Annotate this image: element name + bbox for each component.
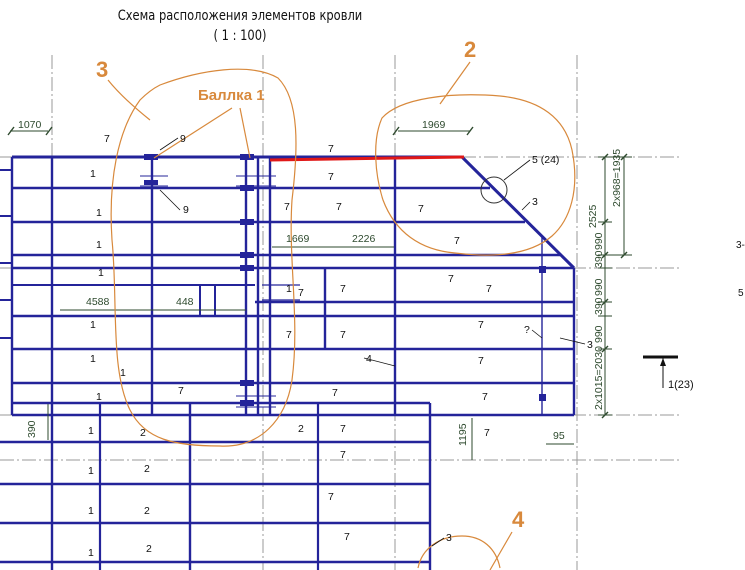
dim-390-a: 390 bbox=[593, 250, 605, 268]
mark-1: 1 bbox=[120, 367, 126, 379]
dim-390-b: 390 bbox=[593, 297, 605, 315]
markup-cloud-2 bbox=[375, 94, 576, 256]
mark-7: 7 bbox=[418, 203, 424, 215]
joint-marks bbox=[144, 154, 546, 406]
mark-7: 7 bbox=[340, 423, 346, 435]
drawing-title: Схема расположения элементов кровли bbox=[117, 8, 363, 24]
mark-1: 1 bbox=[88, 547, 94, 559]
markup-clouds bbox=[107, 61, 576, 570]
edge-label-b: 5 bbox=[738, 288, 744, 299]
markup-cloud-4 bbox=[417, 535, 501, 569]
mark-7: 7 bbox=[328, 171, 334, 183]
mark-7: 7 bbox=[104, 133, 110, 145]
dim-990-c: 990 bbox=[593, 325, 605, 343]
mark-7: 7 bbox=[344, 531, 350, 543]
mark-7: 7 bbox=[340, 329, 346, 341]
mark-2: 2 bbox=[144, 505, 150, 517]
mark-2: 2 bbox=[146, 543, 152, 555]
dimension-ticks bbox=[7, 126, 628, 419]
mark-7: 7 bbox=[484, 427, 490, 439]
mark-2: 2 bbox=[144, 463, 150, 475]
mark-7: 7 bbox=[178, 385, 184, 397]
dim-448: 448 bbox=[176, 296, 194, 308]
highlighted-beam bbox=[269, 155, 465, 162]
mark-7: 7 bbox=[328, 491, 334, 503]
edge-label-a: 3- bbox=[736, 240, 745, 251]
axis-grid bbox=[0, 55, 680, 570]
dim-1070: 1070 bbox=[18, 119, 42, 131]
mark-3: 3 bbox=[587, 339, 593, 351]
mark-7: 7 bbox=[478, 355, 484, 367]
node-label: 5 (24) bbox=[532, 154, 559, 166]
mark-7: 7 bbox=[286, 329, 292, 341]
dim-2226: 2226 bbox=[352, 233, 376, 245]
callout-4: 4 bbox=[512, 507, 525, 532]
mark-9: 9 bbox=[183, 204, 189, 216]
mark-7: 7 bbox=[332, 387, 338, 399]
mark-1: 1 bbox=[90, 319, 96, 331]
hip-beam bbox=[460, 155, 576, 270]
mark-1: 1 bbox=[286, 283, 292, 295]
mark-7: 7 bbox=[328, 143, 334, 155]
dimension-lines bbox=[10, 130, 632, 460]
dim-4588: 4588 bbox=[86, 296, 110, 308]
element-marks: 7 7 7 7 7 7 7 7 7 7 7 7 7 7 7 7 7 7 7 7 … bbox=[88, 133, 593, 559]
mark-1: 1 bbox=[90, 168, 96, 180]
mark-1: 1 bbox=[88, 505, 94, 517]
mark-1: 1 bbox=[96, 391, 102, 403]
mark-7: 7 bbox=[486, 283, 492, 295]
dim-1969: 1969 bbox=[422, 119, 446, 131]
mark-7: 7 bbox=[284, 201, 290, 213]
mark-7: 7 bbox=[298, 287, 304, 299]
mark-1: 1 bbox=[88, 465, 94, 477]
mark-7: 7 bbox=[454, 235, 460, 247]
dim-1669: 1669 bbox=[286, 233, 310, 245]
mark-7: 7 bbox=[448, 273, 454, 285]
mark-1: 1 bbox=[98, 267, 104, 279]
mark-7: 7 bbox=[482, 391, 488, 403]
mark-unknown: ? bbox=[524, 324, 530, 336]
dim-990-a: 990 bbox=[593, 232, 605, 250]
roof-beams bbox=[0, 155, 576, 570]
mark-1: 1 bbox=[88, 425, 94, 437]
dim-2x1015: 2x1015=2030 bbox=[593, 346, 605, 410]
dim-990-b: 990 bbox=[593, 278, 605, 296]
mark-1: 1 bbox=[90, 353, 96, 365]
mark-7: 7 bbox=[478, 319, 484, 331]
callout-2: 2 bbox=[464, 37, 476, 62]
mark-1: 1 bbox=[96, 239, 102, 251]
mark-9: 9 bbox=[180, 133, 186, 145]
mark-7: 7 bbox=[340, 283, 346, 295]
mark-7: 7 bbox=[340, 449, 346, 461]
section-label: 1(23) bbox=[668, 379, 694, 391]
dim-2525: 2525 bbox=[587, 204, 599, 228]
mark-3: 3 bbox=[532, 196, 538, 208]
node-circle bbox=[480, 176, 508, 204]
dim-95: 95 bbox=[553, 430, 565, 442]
section-marker bbox=[643, 355, 678, 388]
mark-2: 2 bbox=[298, 423, 304, 435]
callout-3: 3 bbox=[96, 57, 108, 82]
mark-3: 3 bbox=[446, 532, 452, 544]
dim-2x968: 2x968=1935 bbox=[611, 149, 623, 207]
mark-2: 2 bbox=[140, 427, 146, 439]
dim-390-left: 390 bbox=[26, 420, 38, 438]
drawing-scale: ( 1 : 100) bbox=[213, 28, 267, 44]
markup-cloud-3 bbox=[110, 68, 297, 447]
callout-beam: Баллка 1 bbox=[198, 87, 265, 104]
dim-1195: 1195 bbox=[457, 423, 469, 446]
mark-1: 1 bbox=[96, 207, 102, 219]
mark-7: 7 bbox=[336, 201, 342, 213]
